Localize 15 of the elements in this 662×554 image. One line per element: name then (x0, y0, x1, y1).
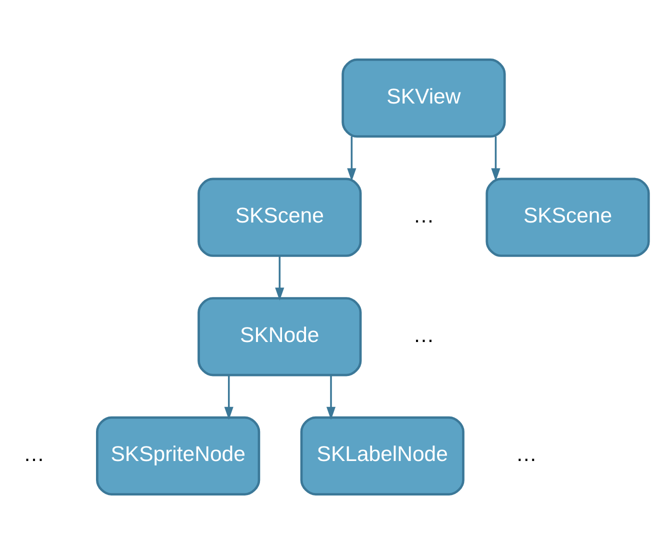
node-box: SKScene (198, 178, 362, 257)
label: … (413, 322, 434, 347)
arrow (326, 375, 336, 420)
label: … (413, 204, 434, 228)
node-box: SKScene (486, 178, 650, 257)
arrow (275, 256, 284, 301)
label: … (23, 442, 45, 466)
node-box: SKSpriteNode (96, 416, 260, 496)
node-box: SKView (342, 58, 506, 138)
arrow (491, 136, 500, 182)
arrow (347, 136, 356, 182)
label: … (516, 442, 538, 466)
arrow (224, 375, 234, 420)
node-box: SKNode (198, 297, 362, 376)
node-box: SKLabelNode (300, 416, 464, 496)
